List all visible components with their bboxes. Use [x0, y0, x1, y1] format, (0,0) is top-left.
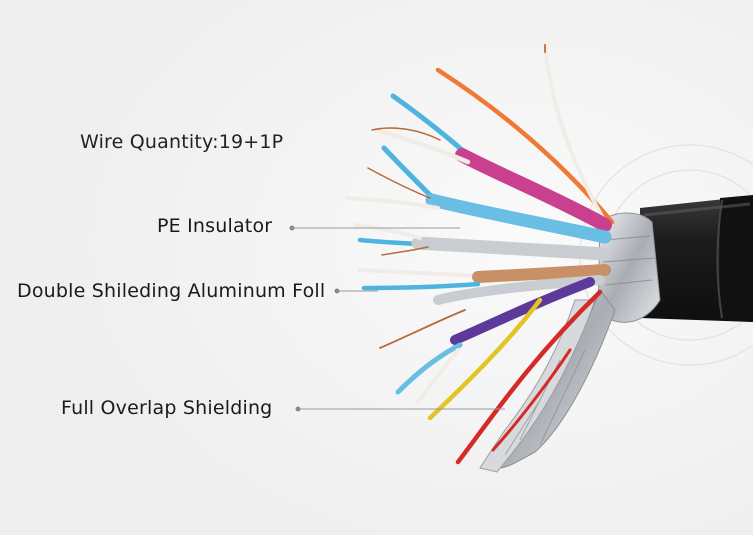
pe-insulator-label: PE Insulator — [157, 215, 273, 237]
leader-lines — [289, 225, 505, 412]
cable-jacket — [640, 195, 753, 322]
wires — [345, 43, 615, 465]
double-shielding-label: Double Shileding Aluminum Foll — [17, 280, 326, 302]
wire-quantity-label: Wire Quantity:19+1P — [80, 131, 284, 153]
full-overlap-shielding-label: Full Overlap Shielding — [61, 397, 273, 419]
